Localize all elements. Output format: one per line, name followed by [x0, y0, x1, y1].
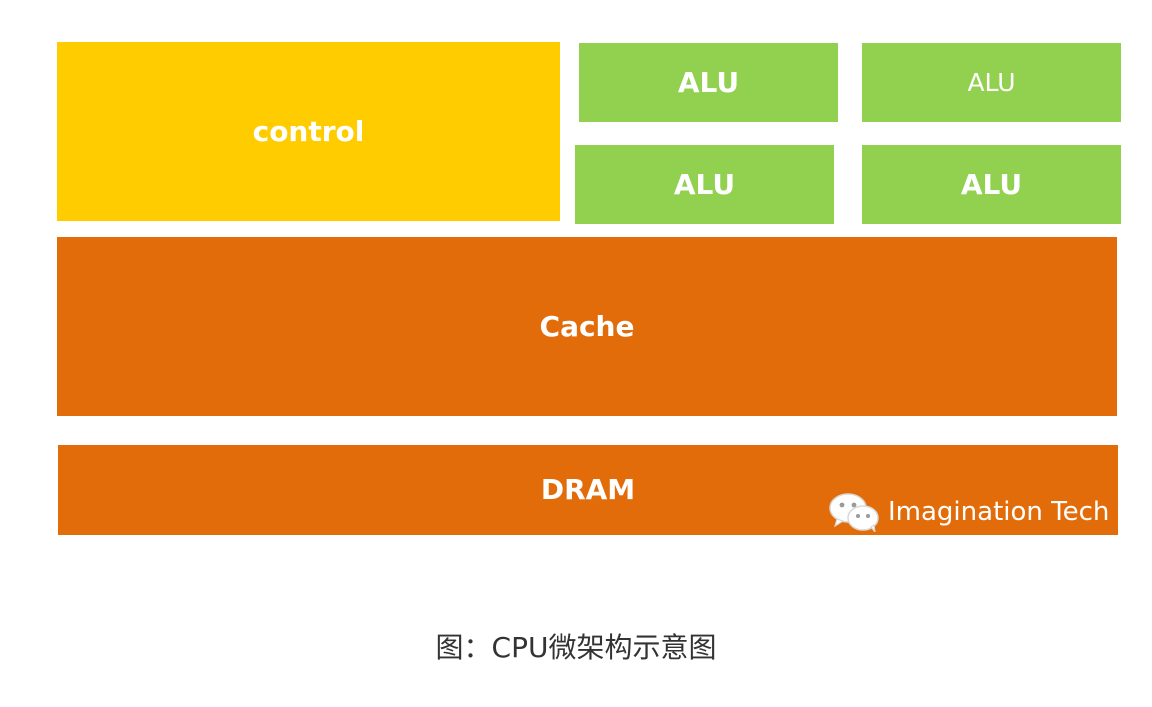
alu-block-bottom-left: ALU: [575, 145, 834, 224]
figure-caption: 图：CPU微架构示意图: [435, 631, 717, 664]
alu-label: ALU: [673, 168, 736, 201]
alu-block-top-left: ALU: [579, 43, 838, 122]
control-unit-block: control: [57, 42, 560, 221]
cache-label: Cache: [539, 310, 635, 343]
wechat-icon: [829, 493, 879, 532]
dram-label: DRAM: [540, 473, 636, 506]
alu-label: ALU: [960, 168, 1023, 201]
cache-block: Cache: [57, 237, 1117, 416]
control-label: control: [252, 115, 365, 148]
watermark: Imagination Tech: [828, 492, 1109, 532]
alu-block-bottom-right: ALU: [862, 145, 1121, 224]
watermark-text: Imagination Tech: [888, 497, 1110, 527]
alu-label: ALU: [677, 66, 740, 99]
dram-block: DRAM: [58, 445, 1118, 535]
alu-block-top-right: ALU: [862, 43, 1121, 122]
alu-label: ALU: [967, 68, 1016, 97]
